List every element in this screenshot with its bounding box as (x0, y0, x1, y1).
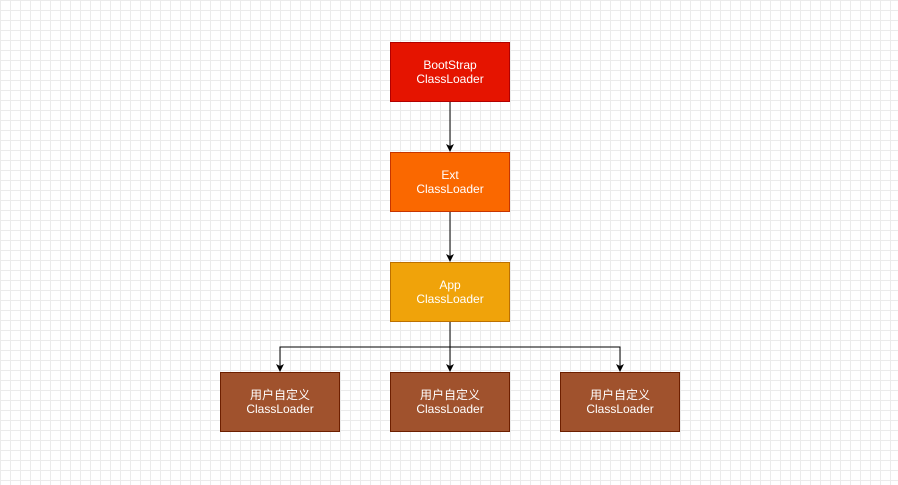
connector-app-to-custom_3 (449, 322, 624, 372)
node-label-line2: ClassLoader (416, 402, 484, 416)
node-label-line2: ClassLoader (416, 182, 484, 196)
connector-app-to-custom_1 (276, 322, 451, 372)
node-label-line1: BootStrap (423, 58, 477, 72)
custom-classloader-node-3[interactable]: 用户自定义 ClassLoader (560, 372, 680, 432)
connectors (276, 102, 624, 372)
node-label-line2: ClassLoader (416, 72, 484, 86)
node-label-line1: 用户自定义 (419, 388, 480, 402)
node-label-line2: ClassLoader (246, 402, 314, 416)
bootstrap-classloader-node[interactable]: BootStrap ClassLoader (390, 42, 510, 102)
node-label-line1: Ext (441, 168, 459, 182)
ext-classloader-node[interactable]: Ext ClassLoader (390, 152, 510, 212)
app-classloader-node[interactable]: App ClassLoader (390, 262, 510, 322)
node-label-line1: 用户自定义 (249, 388, 310, 402)
custom-classloader-node-2[interactable]: 用户自定义 ClassLoader (390, 372, 510, 432)
node-label-line2: ClassLoader (416, 292, 484, 306)
node-label-line1: App (439, 278, 461, 292)
node-label-line1: 用户自定义 (589, 388, 650, 402)
custom-classloader-node-1[interactable]: 用户自定义 ClassLoader (220, 372, 340, 432)
node-label-line2: ClassLoader (586, 402, 654, 416)
